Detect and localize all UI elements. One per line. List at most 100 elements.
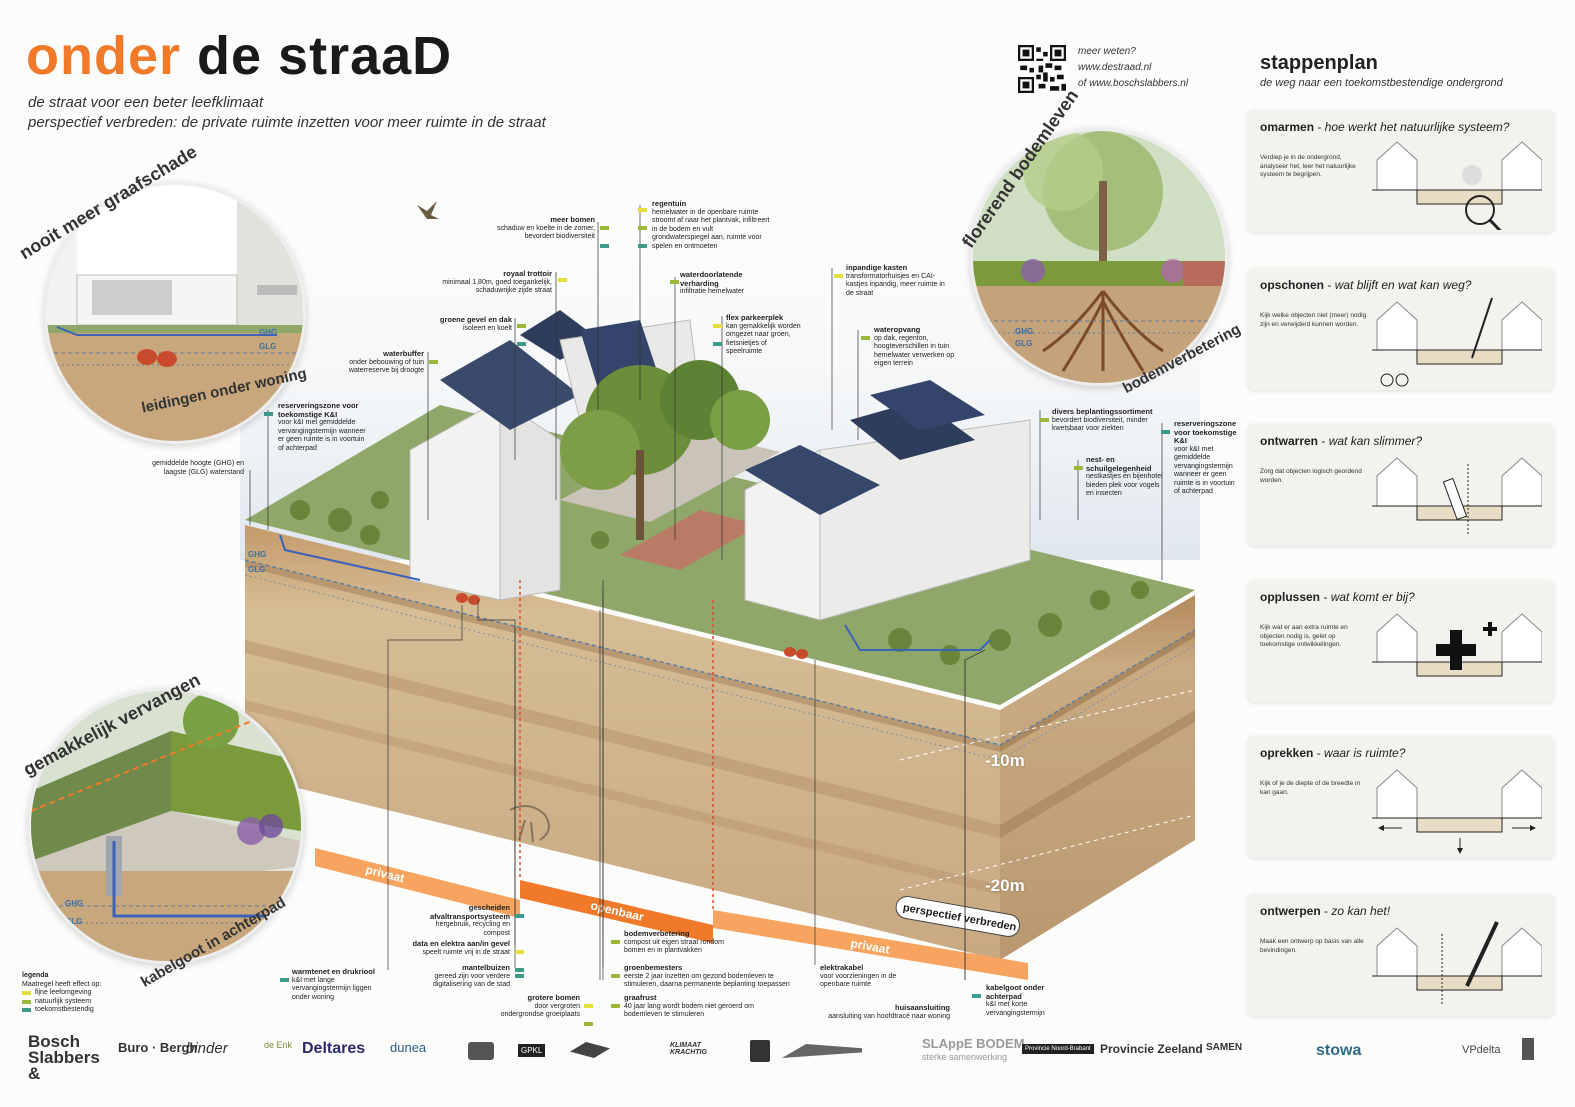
band-openbaar — [520, 880, 713, 943]
ghg-label: GHG — [1015, 327, 1034, 336]
ghg-label: GHG — [65, 899, 84, 908]
annotation-title: huisaansluiting — [894, 1003, 950, 1012]
step-card-oprekken[interactable]: oprekken - waar is ruimte? Kijk of je de… — [1248, 736, 1554, 858]
solar-panels — [870, 380, 985, 430]
annotation-text: nestkastjes en bijenhotel bieden plek vo… — [1086, 473, 1163, 497]
step-title: opplussen - wat komt er bij? — [1260, 590, 1415, 604]
annotation-text: 40 jaar lang wordt bodem niet geroerd om… — [624, 1002, 754, 1019]
logo-waterschap-icon — [750, 1040, 770, 1062]
solar-panels — [745, 445, 880, 515]
qr-code-icon[interactable] — [1018, 45, 1066, 93]
annotation-title: data en elektra aan/in gevel — [412, 939, 510, 948]
solar-panels — [440, 340, 580, 430]
logo-crest-icon — [1522, 1038, 1534, 1060]
annotation-title: wateropvang — [874, 325, 921, 334]
annotation-title: reserveringszone voor toekomstige K&I — [1174, 419, 1237, 445]
swatch-leefomgeving — [713, 324, 722, 328]
steps-heading: stappenplan — [1260, 52, 1378, 74]
annotation-text: voor voorzieningen in de openbare ruimte — [820, 972, 897, 989]
legend-swatches — [1161, 422, 1170, 440]
annotation-title: gescheiden afvaltransportsysteem — [429, 903, 510, 921]
annotation-bodemverbetering: bodemverbetering compost uit eigen straa… — [624, 929, 728, 956]
step-desc: Kijk of je de diepte of de breedte in ka… — [1260, 780, 1361, 796]
logo-buro-bergh: Buro · Bergh — [118, 1040, 198, 1055]
soil-layer — [1000, 710, 1195, 838]
annotation-title: meer bomen — [550, 215, 595, 224]
subtitle-2: perspectief verbreden: de private ruimte… — [28, 114, 546, 131]
info-url-2[interactable]: of www.boschslabbers.nl — [1078, 78, 1189, 89]
logo-zeeland: Provincie Zeeland — [1100, 1042, 1203, 1056]
annotation-kabelgoot: kabelgoot onder achterpad k&I met korte … — [986, 983, 1062, 1018]
soil-layer — [245, 640, 1000, 838]
legend-swatches — [670, 272, 679, 290]
step-desc: Verdiep je in de ondergrond, analyseer h… — [1260, 154, 1356, 178]
swatch-leefomgeving — [584, 1004, 593, 1008]
logo-slappe-bodem: SLAppE BODEM — [922, 1036, 1025, 1051]
swatch-toekomst — [515, 914, 524, 918]
annotation-gemiddelde-hoogte: gemiddelde hoogte (GHG) en laagste (GLG)… — [140, 460, 244, 477]
annotation-data-elektra: data en elektra aan/in gevel speelt ruim… — [398, 939, 510, 957]
swatch-leefomgeving — [834, 274, 843, 278]
step-question: hoe werkt het natuurlijke systeem? — [1324, 120, 1510, 134]
annotation-text: door vergroten ondergrondse groeiplaats — [500, 1002, 580, 1019]
annotation-flex-parkeerplek: flex parkeerplek kan gemakkelijk worden … — [726, 313, 801, 357]
info-url-1[interactable]: www.destraad.nl — [1078, 62, 1152, 73]
annotation-text: voor k&I met gemiddelde vervangingstermi… — [1174, 445, 1235, 496]
annotation-text: gereed zijn voor verdere digitalisering … — [432, 972, 510, 989]
legend-swatches — [515, 906, 524, 924]
step-card-ontwerpen[interactable]: ontwerpen - zo kan het! Maak een ontwerp… — [1248, 894, 1554, 1016]
annotation-elektrakabel: elektrakabel voor voorzieningen in de op… — [820, 963, 904, 990]
depth-line-20 — [899, 814, 1196, 891]
annotation-title: graafrust — [624, 993, 657, 1002]
title-part-orange: onder — [26, 26, 182, 86]
step-card-ontwarren[interactable]: ontwarren - wat kan slimmer? Zorg dat ob… — [1248, 424, 1554, 546]
legend-swatches — [611, 932, 620, 950]
swatch-toekomst — [22, 1008, 31, 1013]
legend-swatches — [972, 986, 981, 1004]
annotation-title: groenbemesters — [624, 963, 683, 972]
annotation-text: voor k&I met gemiddelde vervangingstermi… — [278, 419, 366, 452]
glg-label: GLG — [1015, 339, 1033, 348]
swatch-leefomgeving — [22, 991, 31, 996]
logo-samen: SAMEN — [1206, 1042, 1243, 1053]
annotation-leaders — [249, 205, 1163, 980]
annotation-title: waterdoorlatende verharding — [680, 270, 743, 288]
step-question: waar is ruimte? — [1324, 746, 1406, 760]
step-name: opschonen — [1260, 278, 1325, 292]
soil-layer — [1000, 630, 1195, 752]
step-question: wat blijft en wat kan weg? — [1334, 278, 1472, 292]
annotation-title: reserveringszone voor toekomstige K&I — [278, 401, 359, 419]
label-privaat-right: privaat — [849, 936, 890, 957]
legend-swatches — [713, 316, 722, 352]
step-card-opschonen[interactable]: opschonen - wat blijft en wat kan weg? K… — [1248, 268, 1554, 390]
swatch-leefomgeving — [638, 208, 647, 212]
legend-swatches — [1040, 410, 1049, 428]
step-title: ontwerpen - zo kan het! — [1260, 904, 1391, 918]
annotation-title: kabelgoot onder achterpad — [986, 983, 1045, 1001]
annotation-warmtenet: warmtenet en drukriool k&I met lange ver… — [292, 967, 384, 1002]
step-card-omarmen[interactable]: omarmen - hoe werkt het natuurlijke syst… — [1248, 110, 1554, 232]
step-card-opplussen[interactable]: opplussen - wat komt er bij? Kijk wat er… — [1248, 580, 1554, 702]
step-question: wat kan slimmer? — [1328, 434, 1423, 448]
swatch-natuurlijk — [1040, 418, 1049, 422]
step-name: opplussen — [1260, 590, 1321, 604]
annotation-text: aansluiting van hoofdtracé naar woning — [828, 1012, 950, 1020]
step-name: ontwarren — [1260, 434, 1319, 448]
step-title: opschonen - wat blijft en wat kan weg? — [1260, 278, 1472, 292]
swatch-toekomst — [1161, 430, 1170, 434]
swatch-natuurlijk — [670, 280, 679, 284]
logo-gpkl: GPKL — [518, 1044, 546, 1057]
annotation-text: speelt ruimte vrij in de straat — [422, 948, 510, 956]
solar-panels — [850, 400, 975, 460]
annotation-nest-schuil: nest- en schuilgelegenheid nestkastjes e… — [1086, 455, 1166, 499]
logo-wave-icon — [782, 1044, 862, 1058]
legend-label: fijne leefomgeving — [35, 989, 92, 996]
annotation-title: inpandige kasten — [846, 263, 908, 272]
annotation-title: waterbuffer — [383, 349, 424, 358]
annotation-text: hemelwater in de openbare ruimte stroomt… — [652, 208, 770, 250]
central-trees — [560, 360, 770, 540]
legend-swatches — [515, 966, 524, 984]
swatch-toekomst — [638, 244, 647, 248]
step-name: oprekken — [1260, 746, 1314, 760]
depth-line-10 — [899, 689, 1196, 761]
